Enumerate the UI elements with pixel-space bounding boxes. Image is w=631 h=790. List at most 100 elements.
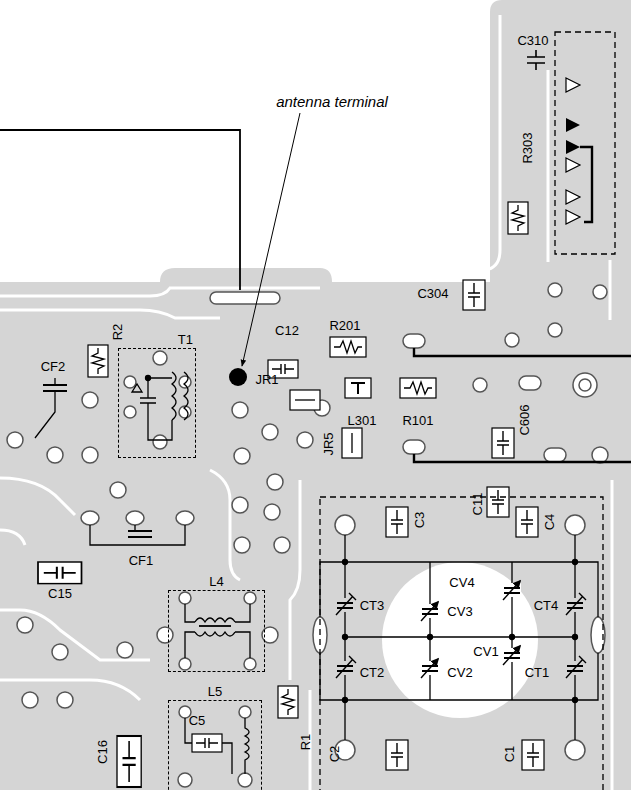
- tuning-block: [320, 497, 603, 790]
- pcb-path: [0, 310, 220, 318]
- pcb-rect: [403, 440, 425, 454]
- pcb-use: [88, 345, 108, 377]
- pcb-circle: [7, 432, 23, 448]
- pcb-use: [336, 656, 356, 678]
- pcb-rect: [210, 292, 280, 304]
- pcb-circle: [548, 323, 562, 337]
- pcb-circle: [244, 658, 256, 670]
- pcb-path: [132, 384, 142, 392]
- pcb-path: [0, 478, 75, 515]
- pcb-circle: [382, 562, 538, 718]
- pcb-path: [351, 383, 365, 394]
- pcb-path: [340, 15, 500, 270]
- pcb-circle: [17, 617, 33, 633]
- pcb-path: [295, 399, 315, 400]
- part-label: CT4: [534, 598, 559, 613]
- pcb-circle: [573, 373, 597, 397]
- pcb-circle: [267, 474, 283, 490]
- pcb-circle: [593, 285, 607, 299]
- pcb-circle: [234, 537, 250, 553]
- pcb-rect: [290, 390, 320, 410]
- copper-traces: [0, 15, 612, 790]
- pcb-path: [345, 535, 575, 740]
- pcb-circle: [229, 368, 247, 386]
- pcb-use: [330, 337, 366, 357]
- pcb-rect: [320, 497, 603, 790]
- pcb-path: [580, 147, 592, 222]
- pcb-circle: [428, 635, 433, 640]
- pcb-ellipse: [81, 511, 99, 525]
- part-label: C15: [48, 586, 72, 601]
- part-label: C11: [470, 493, 485, 516]
- pcb-circle: [579, 379, 591, 391]
- part-label: CT2: [360, 665, 385, 680]
- pcb-path: [199, 625, 231, 627]
- pcb-use: [400, 378, 436, 398]
- pcb-rect: [345, 378, 371, 398]
- pcb-circle: [297, 432, 313, 448]
- pcb-circle: [47, 447, 63, 463]
- pcb-use: [278, 686, 298, 718]
- pcb-path: [0, 530, 25, 545]
- pcb-path: [290, 480, 300, 680]
- part-label: CT3: [360, 598, 385, 613]
- pcb-circle: [153, 351, 167, 365]
- part-label: C12: [275, 323, 299, 338]
- part-label: R101: [402, 413, 433, 428]
- pads: [7, 283, 608, 787]
- pcb-circle: [52, 644, 68, 660]
- pcb-circle: [82, 392, 98, 408]
- pcb-use: [522, 740, 544, 770]
- pcb-use: [566, 593, 586, 615]
- pcb-rect: [555, 32, 615, 254]
- callout-text: antenna terminal: [276, 94, 388, 109]
- pcb-path: [184, 372, 188, 420]
- pcb-circle: [505, 333, 519, 347]
- pcb-use: [516, 507, 538, 537]
- part-label: L301: [348, 413, 377, 428]
- pcb-path: [320, 562, 598, 700]
- pcb-rect: [403, 334, 425, 348]
- part-label: R2: [110, 324, 125, 341]
- part-label: R303: [520, 132, 535, 163]
- pcb-circle: [573, 560, 578, 565]
- pcb-circle: [565, 515, 585, 535]
- part-label: C16: [95, 740, 110, 764]
- pcb-circle: [548, 283, 562, 297]
- pcb-circle: [179, 592, 191, 604]
- pcb-circle: [157, 627, 173, 643]
- pcb-use: [463, 280, 485, 310]
- pcb-circle: [124, 376, 136, 388]
- pcb-circle: [573, 698, 578, 703]
- pcb-circle: [232, 402, 248, 418]
- pcb-path: [140, 378, 172, 440]
- pcb-use: [508, 202, 528, 234]
- pcb-path: [195, 618, 235, 622]
- pcb-circle: [178, 773, 192, 787]
- pcb-path: [0, 610, 150, 660]
- part-label: CF2: [41, 359, 66, 374]
- pcb-path: [609, 260, 612, 320]
- pcb-rect: [342, 428, 362, 458]
- pcb-path: [35, 378, 55, 438]
- pcb-circle: [262, 424, 278, 440]
- part-label: C4: [542, 514, 557, 531]
- part-label: C2: [327, 746, 342, 763]
- pcb-circle: [124, 406, 136, 418]
- pcb-circle: [592, 447, 608, 463]
- pcb-use: [421, 659, 438, 678]
- pcb-use: [117, 736, 141, 787]
- t1-internals: [132, 372, 188, 440]
- pcb-circle: [343, 635, 348, 640]
- part-label: CV1: [473, 644, 498, 659]
- pcb-path: [210, 470, 240, 580]
- pcb-use: [336, 593, 356, 615]
- pcb-circle: [244, 592, 256, 604]
- pcb-circle: [239, 706, 251, 718]
- pcb-path: [0, 130, 240, 290]
- dashed-part-outline: L4: [168, 590, 265, 672]
- pcb-path: [566, 78, 580, 224]
- components: [38, 50, 545, 787]
